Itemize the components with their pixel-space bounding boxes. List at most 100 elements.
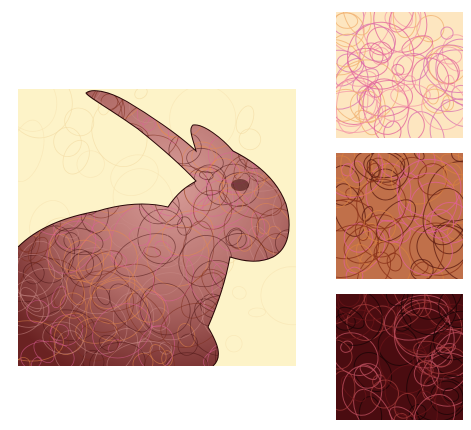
scribble-stroke [75,320,120,362]
scribble-stroke [336,309,375,340]
scribble-stroke [158,207,182,229]
scribble-stroke [364,305,397,332]
scribble-stroke [373,241,396,264]
scribble-stroke [336,153,386,197]
scribble-stroke [425,294,463,333]
scribble-stroke [256,218,271,235]
scribble-stroke [433,224,463,279]
scribble-stroke [384,364,438,417]
swatch-light [336,12,463,138]
scribble-stroke [440,26,454,40]
scribble-stroke [18,119,45,182]
scribble-stroke [161,350,173,366]
scribble-stroke [19,258,85,323]
scribble-stroke [181,272,224,319]
scribble-stroke [336,294,390,321]
scribble-stroke [162,210,214,257]
scribble-stroke [110,207,151,268]
scribble-stroke [407,111,445,138]
scribble-stroke [409,222,463,276]
scribble-stroke [397,172,425,221]
scribble-stroke [362,12,422,55]
scribble-stroke [336,183,366,237]
scribble-stroke [367,81,383,98]
scribble-stroke [386,294,409,307]
scribble-stroke [231,171,254,212]
scribble-stroke [142,117,156,131]
scribble-stroke [18,254,55,297]
scribble-stroke [182,220,215,278]
scribble-stroke [139,282,191,336]
scribble-stroke [49,331,70,352]
scribble-stroke [238,128,262,151]
scribble-stroke [275,229,290,257]
scribble-stroke [413,340,454,367]
scribble-stroke [228,229,247,249]
scribble-stroke [428,268,444,279]
swatch-light-texture [336,12,463,138]
scribble-stroke [92,303,152,359]
scribble-stroke [440,99,463,127]
scribble-stroke [435,38,463,101]
scribble-stroke [109,222,134,249]
scribble-stroke [225,227,243,246]
scribble-stroke [18,295,45,335]
scribble-stroke [355,237,380,266]
scribble-stroke [340,375,367,402]
scribble-stroke [388,222,411,244]
scribble-stroke [353,153,391,172]
scribble-stroke [42,321,84,355]
scribble-stroke [377,153,420,179]
scribble-stroke [410,294,463,320]
scribble-stroke [336,12,365,36]
scribble-stroke [373,106,425,138]
scribble-stroke [336,339,353,370]
scribble-stroke [391,63,405,76]
scribble-stroke [372,374,387,389]
scribble-stroke [353,363,382,389]
scribble-stroke [30,225,75,284]
scribble-stroke [260,266,296,326]
scribble-stroke [336,294,368,326]
scribble-stroke [137,325,175,366]
scribble-stroke [397,172,458,234]
scribble-stroke [413,297,426,310]
scribble-stroke [442,34,463,72]
bunny-eye [231,179,249,191]
scribble-stroke [452,178,463,195]
scribble-stroke [413,394,456,420]
scribble-stroke [61,247,131,315]
scribble-stroke [373,12,428,53]
scribble-stroke [346,70,377,87]
scribble-stroke [336,198,379,260]
scribble-stroke [356,251,392,279]
scribble-stroke [62,249,94,281]
scribble-stroke [76,150,105,178]
scribble-stroke [184,168,225,207]
scribble-stroke [54,227,104,256]
scribble-stroke [62,139,90,175]
scribble-stroke [430,332,463,391]
scribble-stroke [443,387,460,403]
scribble-stroke [53,221,79,239]
scribble-stroke [422,187,463,246]
scribble-stroke [336,73,369,134]
scribble-stroke [400,156,427,180]
scribble-stroke [336,53,363,73]
swatch-dark-texture [336,294,463,420]
scribble-stroke [146,225,210,287]
scribble-stroke [388,12,414,33]
scribble-stroke [49,217,112,272]
scribble-stroke [420,352,463,407]
scribble-stroke [353,388,394,420]
scribble-stroke [27,236,49,264]
scribble-stroke [338,294,361,308]
scribble-stroke [18,89,73,139]
scribble-stroke [108,283,152,333]
scribble-stroke [388,406,416,420]
scribble-stroke [393,294,432,318]
scribble-stroke [421,83,463,131]
scribble-stroke [336,332,379,376]
scribble-stroke [361,205,374,222]
scribble-stroke [33,339,55,364]
